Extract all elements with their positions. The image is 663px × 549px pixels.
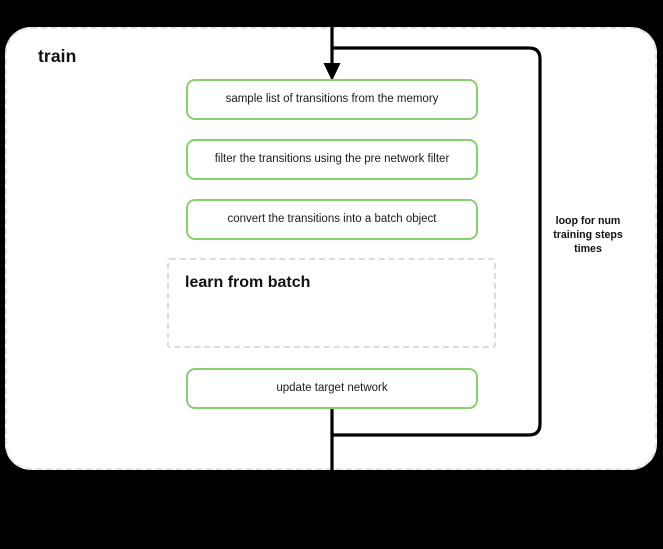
learn-from-batch-block[interactable]: learn from batch <box>167 258 496 348</box>
step-box-update-target[interactable]: update target network <box>186 368 478 409</box>
learn-from-batch-title: learn from batch <box>185 274 311 291</box>
step-label: filter the transitions using the pre net… <box>214 152 450 165</box>
loop-annotation-label: loop for num training steps times <box>553 215 623 255</box>
step-label: convert the transitions into a batch obj… <box>227 212 437 225</box>
step-box-sample[interactable]: sample list of transitions from the memo… <box>186 79 478 120</box>
step-label: update target network <box>276 381 388 394</box>
page-title: train <box>38 46 77 66</box>
step-label: sample list of transitions from the memo… <box>225 92 439 105</box>
step-box-convert[interactable]: convert the transitions into a batch obj… <box>186 199 478 240</box>
step-box-filter[interactable]: filter the transitions using the pre net… <box>186 139 478 180</box>
